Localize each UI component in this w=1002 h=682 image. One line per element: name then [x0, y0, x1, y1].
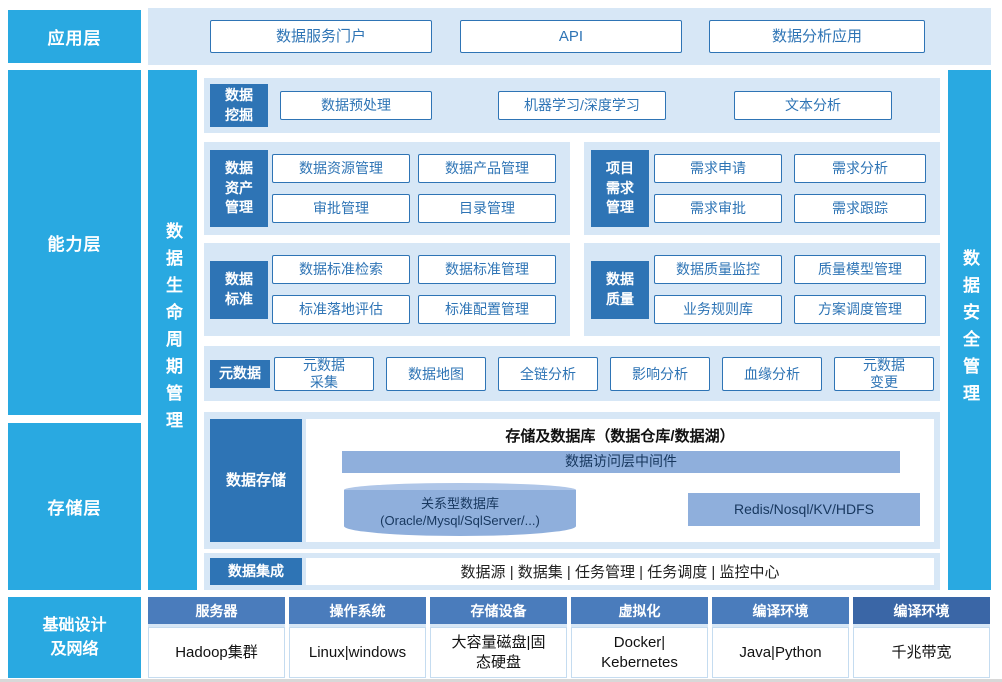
- asset-section-label: 数据 资产 管理: [210, 150, 268, 227]
- metadata-section: 元数据 元数据 采集 数据地图 全链分析 影响分析 血缘分析 元数据 变更: [204, 346, 940, 401]
- infra-col-network-body: 千兆带宽: [853, 627, 990, 678]
- infra-col-network-header: 编译环境: [853, 597, 990, 624]
- layer-label-infrastructure: 基础设计 及网络: [8, 597, 141, 678]
- node-metadata-collection[interactable]: 元数据 采集: [274, 357, 374, 391]
- node-approval-mgmt[interactable]: 审批管理: [272, 194, 410, 223]
- node-standard-search[interactable]: 数据标准检索: [272, 255, 410, 284]
- data-storage-label: 数据存储: [210, 419, 302, 542]
- node-data-product-mgmt[interactable]: 数据产品管理: [418, 154, 556, 183]
- page-bottom-border: [0, 679, 1002, 682]
- mining-section: 数据 挖掘 数据预处理 机器学习/深度学习 文本分析: [204, 78, 940, 133]
- layer-label-storage: 存储层: [8, 423, 141, 590]
- layer-label-capability: 能力层: [8, 70, 141, 415]
- lifecycle-management-bar: 数据生命周期管理: [148, 70, 197, 590]
- infra-col-storage-device-body: 大容量磁盘|固 态硬盘: [430, 627, 567, 678]
- storage-db-title: 存储及数据库（数据仓库/数据湖）: [505, 427, 735, 445]
- infra-col-compile-env: 编译环境 Java|Python: [712, 597, 849, 678]
- node-quality-model-mgmt[interactable]: 质量模型管理: [794, 255, 926, 284]
- quality-section-label: 数据 质量: [591, 261, 649, 319]
- node-standard-landing-eval[interactable]: 标准落地评估: [272, 295, 410, 324]
- layer-label-application: 应用层: [8, 10, 141, 63]
- project-section-label: 项目 需求 管理: [591, 150, 649, 227]
- node-requirement-apply[interactable]: 需求申请: [654, 154, 782, 183]
- data-access-middleware-bar[interactable]: 数据访问层中间件: [342, 451, 900, 473]
- infra-col-server-header: 服务器: [148, 597, 285, 624]
- node-full-chain-analysis[interactable]: 全链分析: [498, 357, 598, 391]
- infra-col-virtualization: 虚拟化 Docker| Kebernetes: [571, 597, 708, 678]
- data-integration-section: 数据集成 数据源 | 数据集 | 任务管理 | 任务调度 | 监控中心: [204, 553, 940, 590]
- node-data-resource-mgmt[interactable]: 数据资源管理: [272, 154, 410, 183]
- data-storage-section: 数据存储 存储及数据库（数据仓库/数据湖） 数据访问层中间件 关系型数据库 (O…: [204, 412, 940, 549]
- metadata-section-label: 元数据: [210, 360, 270, 388]
- node-plan-schedule-mgmt[interactable]: 方案调度管理: [794, 295, 926, 324]
- infra-col-os-body: Linux|windows: [289, 627, 426, 678]
- node-data-preprocessing[interactable]: 数据预处理: [280, 91, 432, 120]
- infra-col-storage-device: 存储设备 大容量磁盘|固 态硬盘: [430, 597, 567, 678]
- node-requirement-tracking[interactable]: 需求跟踪: [794, 194, 926, 223]
- node-impact-analysis[interactable]: 影响分析: [610, 357, 710, 391]
- node-data-map[interactable]: 数据地图: [386, 357, 486, 391]
- node-data-service-portal[interactable]: 数据服务门户: [210, 20, 432, 53]
- node-standard-mgmt[interactable]: 数据标准管理: [418, 255, 556, 284]
- standard-section-label: 数据 标准: [210, 261, 268, 319]
- node-api[interactable]: API: [460, 20, 682, 53]
- infra-col-os: 操作系统 Linux|windows: [289, 597, 426, 678]
- mining-section-label: 数据 挖掘: [210, 84, 268, 127]
- infra-col-server: 服务器 Hadoop集群: [148, 597, 285, 678]
- asset-section: 数据 资产 管理 数据资源管理 数据产品管理 审批管理 目录管理: [204, 142, 570, 235]
- infra-col-server-body: Hadoop集群: [148, 627, 285, 678]
- infra-col-virtualization-body: Docker| Kebernetes: [571, 627, 708, 678]
- infra-col-network: 编译环境 千兆带宽: [853, 597, 990, 678]
- node-quality-monitor[interactable]: 数据质量监控: [654, 255, 782, 284]
- node-text-analysis[interactable]: 文本分析: [734, 91, 892, 120]
- infra-col-compile-env-header: 编译环境: [712, 597, 849, 624]
- data-storage-content: 存储及数据库（数据仓库/数据湖） 数据访问层中间件 关系型数据库 (Oracle…: [306, 419, 934, 542]
- node-requirement-analysis[interactable]: 需求分析: [794, 154, 926, 183]
- infra-col-virtualization-header: 虚拟化: [571, 597, 708, 624]
- node-lineage-analysis[interactable]: 血缘分析: [722, 357, 822, 391]
- node-standard-config-mgmt[interactable]: 标准配置管理: [418, 295, 556, 324]
- node-ml-deep-learning[interactable]: 机器学习/深度学习: [498, 91, 666, 120]
- infra-col-compile-env-body: Java|Python: [712, 627, 849, 678]
- application-layer-panel: 数据服务门户 API 数据分析应用: [148, 8, 991, 65]
- node-data-analysis-app[interactable]: 数据分析应用: [709, 20, 925, 53]
- node-requirement-approval[interactable]: 需求审批: [654, 194, 782, 223]
- data-integration-label: 数据集成: [210, 558, 302, 585]
- standard-section: 数据 标准 数据标准检索 数据标准管理 标准落地评估 标准配置管理: [204, 243, 570, 336]
- data-integration-content[interactable]: 数据源 | 数据集 | 任务管理 | 任务调度 | 监控中心: [306, 558, 934, 585]
- node-business-rule-lib[interactable]: 业务规则库: [654, 295, 782, 324]
- security-management-bar: 数据安全管理: [948, 70, 991, 590]
- project-section: 项目 需求 管理 需求申请 需求分析 需求审批 需求跟踪: [584, 142, 940, 235]
- node-catalog-mgmt[interactable]: 目录管理: [418, 194, 556, 223]
- infra-col-storage-device-header: 存储设备: [430, 597, 567, 624]
- infra-col-os-header: 操作系统: [289, 597, 426, 624]
- nosql-box[interactable]: Redis/Nosql/KV/HDFS: [688, 493, 920, 526]
- quality-section: 数据 质量 数据质量监控 质量模型管理 业务规则库 方案调度管理: [584, 243, 940, 336]
- node-metadata-change[interactable]: 元数据 变更: [834, 357, 934, 391]
- relational-db-cylinder[interactable]: 关系型数据库 (Oracle/Mysql/SqlServer/...): [344, 490, 576, 536]
